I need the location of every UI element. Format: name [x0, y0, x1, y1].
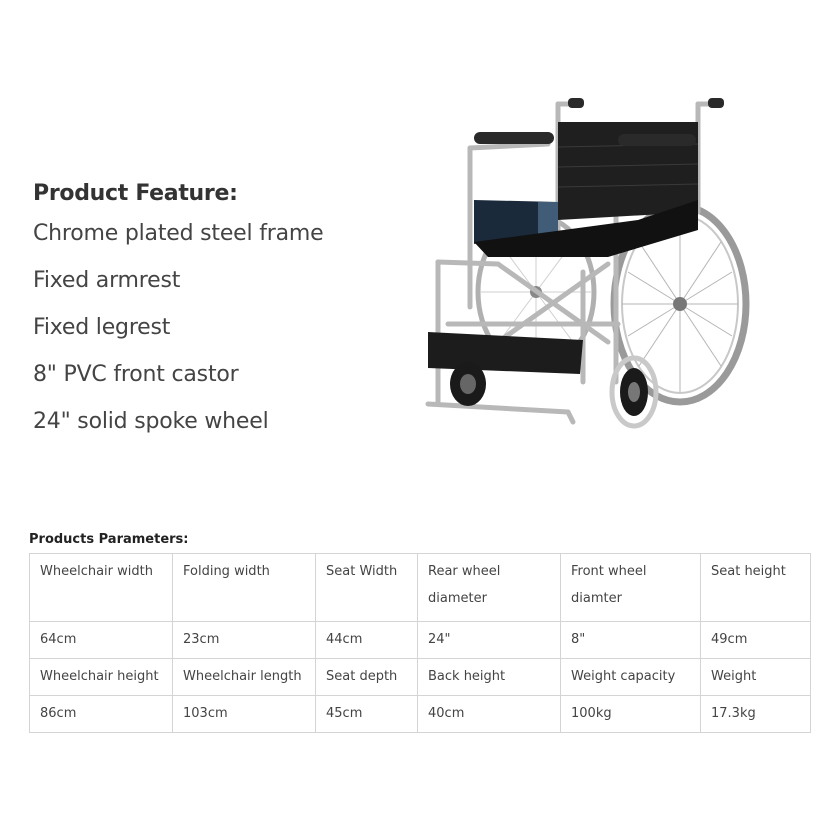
feature-item: Fixed armrest: [33, 268, 181, 293]
table-cell: Wheelchair height: [29, 658, 173, 696]
table-cell: 23cm: [172, 621, 316, 659]
table-cell: Seat depth: [315, 658, 418, 696]
table-cell: 17.3kg: [700, 695, 811, 733]
table-cell: Folding width: [172, 553, 316, 622]
table-cell: 49cm: [700, 621, 811, 659]
product-features: Product Feature: Chrome plated steel fra…: [33, 178, 413, 445]
side-panel: [474, 200, 558, 244]
table-row: Wheelchair height Wheelchair length Seat…: [29, 658, 811, 696]
parameters-table: Wheelchair width Folding width Seat Widt…: [29, 553, 811, 733]
table-row: 64cm 23cm 44cm 24" 8" 49cm: [29, 621, 811, 659]
seat: [474, 200, 698, 257]
parameters-title: Products Parameters:: [29, 532, 189, 547]
armrest-right: [618, 134, 696, 146]
front-castor-right: [609, 355, 659, 429]
table-cell: Weight capacity: [560, 658, 701, 696]
features-list: Chrome plated steel frame Fixed armrest …: [33, 210, 413, 445]
feature-item: Fixed legrest: [33, 315, 171, 340]
features-title: Product Feature:: [33, 181, 238, 206]
front-castor-left: [450, 362, 486, 406]
table-cell: 100kg: [560, 695, 701, 733]
push-handle-right: [708, 98, 724, 108]
table-cell: Seat Width: [315, 553, 418, 622]
table-cell: Back height: [417, 658, 561, 696]
feature-item: 8" PVC front castor: [33, 362, 239, 387]
table-cell: 45cm: [315, 695, 418, 733]
table-row: Wheelchair width Folding width Seat Widt…: [29, 553, 811, 622]
table-cell: 86cm: [29, 695, 173, 733]
table-row: 86cm 103cm 45cm 40cm 100kg 17.3kg: [29, 695, 811, 733]
feature-item: 24" solid spoke wheel: [33, 409, 269, 434]
table-cell: Seat height: [700, 553, 811, 622]
legrest: [428, 332, 583, 374]
table-cell: 64cm: [29, 621, 173, 659]
table-cell: 24": [417, 621, 561, 659]
push-handle-left: [568, 98, 584, 108]
table-cell: Weight: [700, 658, 811, 696]
table-cell: 103cm: [172, 695, 316, 733]
feature-item: Chrome plated steel frame: [33, 221, 324, 246]
table-cell: Wheelchair width: [29, 553, 173, 622]
table-cell: 40cm: [417, 695, 561, 733]
table-cell: 8": [560, 621, 701, 659]
table-cell: Wheelchair length: [172, 658, 316, 696]
table-cell: Front wheel diamter: [560, 553, 701, 622]
table-cell: Rear wheel diameter: [417, 553, 561, 622]
products-parameters: Products Parameters: Wheelchair width Fo…: [29, 530, 811, 733]
table-cell: 44cm: [315, 621, 418, 659]
armrest-left: [474, 132, 554, 144]
wheelchair-image: [425, 98, 750, 429]
